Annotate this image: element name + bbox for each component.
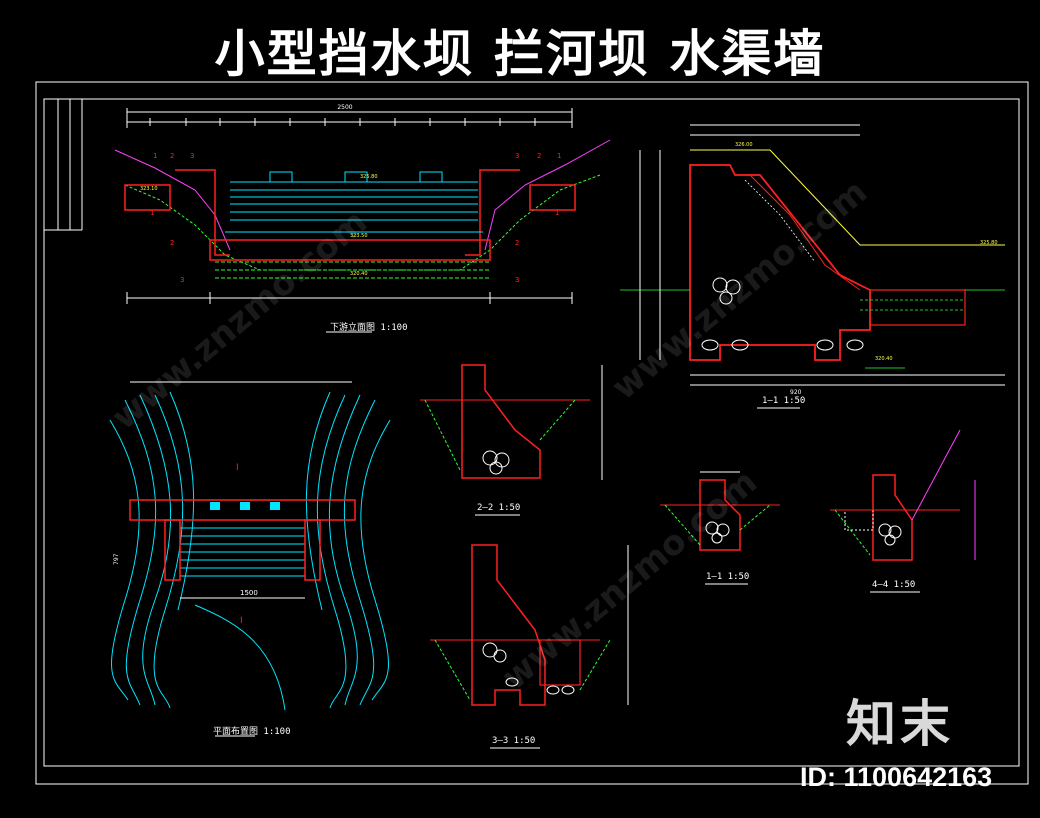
main-level-2: 325.80 <box>980 240 998 246</box>
outer-frame <box>35 81 1029 785</box>
brand-watermark: 知末 <box>846 695 954 753</box>
svg-text:3: 3 <box>515 152 519 160</box>
elev-level-2: 325.80 <box>360 174 378 180</box>
svg-text:2: 2 <box>170 239 174 247</box>
main-level-3: 320.40 <box>875 356 893 362</box>
svg-text:3: 3 <box>515 276 519 284</box>
image-id: ID: 1100642163 <box>800 762 993 792</box>
svg-text:1: 1 <box>555 209 559 217</box>
caption-section-2-2: 2—2 1:50 <box>477 503 521 513</box>
svg-text:3: 3 <box>190 152 194 160</box>
main-level-1: 326.00 <box>735 142 753 148</box>
caption-section-1-1-small: 1—1 1:50 <box>706 572 750 582</box>
svg-text:2: 2 <box>170 152 174 160</box>
plan-height-dim: 797 <box>113 553 120 565</box>
caption-section-1-1-main: 1—1 1:50 <box>762 396 806 406</box>
section-4-4 <box>830 429 976 593</box>
svg-text:1: 1 <box>153 152 157 160</box>
svg-text:2: 2 <box>537 152 541 160</box>
plan-width-dim: 1500 <box>240 589 258 597</box>
page-title: 小型挡水坝 拦河坝 水渠墙 <box>214 25 826 83</box>
elev-level-4: 320.40 <box>350 271 368 277</box>
caption-downstream-elevation: 下游立面图 1:100 <box>330 323 408 333</box>
svg-text:1: 1 <box>557 152 561 160</box>
svg-text:2: 2 <box>515 239 519 247</box>
downstream-elevation: 2500 <box>114 104 611 333</box>
caption-section-3-3: 3—3 1:50 <box>492 736 536 746</box>
svg-text:1: 1 <box>150 209 154 217</box>
plan-layout: 1500 797 I I <box>109 381 391 737</box>
section-1-1-main: 920 326.00 325.80 320.40 <box>620 124 1005 409</box>
section-1-1-small <box>660 471 780 585</box>
caption-plan: 平面布置图 1:100 <box>213 727 291 737</box>
section-2-2 <box>420 364 603 516</box>
title-block-strip <box>44 99 83 231</box>
svg-text:I: I <box>236 463 239 473</box>
svg-text:3: 3 <box>180 276 184 284</box>
section-3-3 <box>430 544 629 749</box>
elev-total-dim: 2500 <box>337 104 352 111</box>
inner-frame <box>43 98 1020 767</box>
elev-level-1: 323.10 <box>140 186 158 192</box>
svg-text:I: I <box>240 616 243 626</box>
elev-level-3: 323.50 <box>350 233 368 239</box>
caption-section-4-4: 4—4 1:50 <box>872 580 916 590</box>
section-main-bottom-dim: 920 <box>790 389 802 396</box>
